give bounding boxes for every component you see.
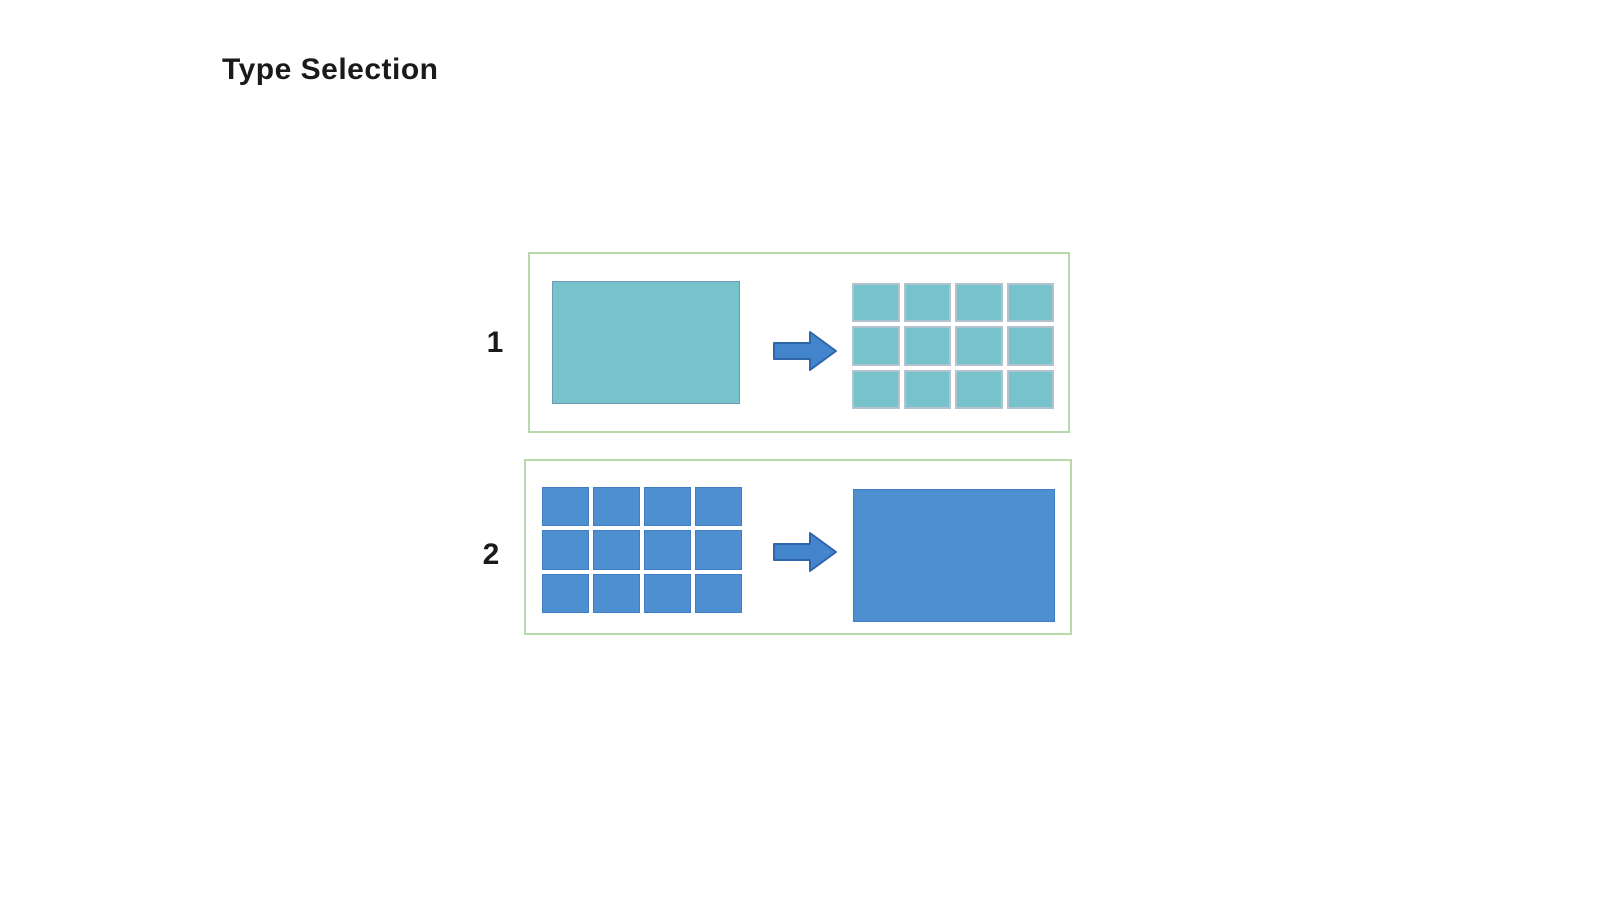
grid-cell — [852, 369, 900, 409]
grid-cell — [955, 326, 1003, 366]
grid-cell — [852, 326, 900, 366]
grid-cell — [1006, 326, 1054, 366]
page-title: Type Selection — [222, 53, 439, 87]
grid-cell — [903, 369, 951, 409]
grid-cell — [644, 530, 691, 570]
grid-cell — [593, 530, 640, 570]
grid-cell — [955, 283, 1003, 323]
grid-cell — [593, 573, 640, 613]
option-2-merge-grid-to-rectangle[interactable] — [524, 459, 1072, 635]
grid-cell — [542, 487, 589, 527]
grid-cell — [1006, 369, 1054, 409]
right-arrow-icon — [773, 532, 837, 572]
grid-cell — [593, 487, 640, 527]
option-2-tile-grid — [542, 487, 742, 613]
grid-cell — [695, 573, 742, 613]
grid-cell — [695, 530, 742, 570]
grid-cell — [644, 573, 691, 613]
grid-cell — [644, 487, 691, 527]
grid-cell — [695, 487, 742, 527]
grid-cell — [542, 573, 589, 613]
option-1-tile-grid — [852, 283, 1054, 409]
option-1-split-rectangle-to-grid[interactable] — [528, 252, 1070, 433]
grid-cell — [903, 326, 951, 366]
option-1-label: 1 — [486, 326, 504, 359]
grid-cell — [903, 283, 951, 323]
right-arrow-icon — [773, 331, 837, 371]
grid-cell — [542, 530, 589, 570]
option-2-large-rectangle — [853, 489, 1055, 622]
grid-cell — [955, 369, 1003, 409]
grid-cell — [1006, 283, 1054, 323]
option-1-large-rectangle — [552, 281, 740, 404]
option-2-label: 2 — [482, 538, 500, 571]
grid-cell — [852, 283, 900, 323]
